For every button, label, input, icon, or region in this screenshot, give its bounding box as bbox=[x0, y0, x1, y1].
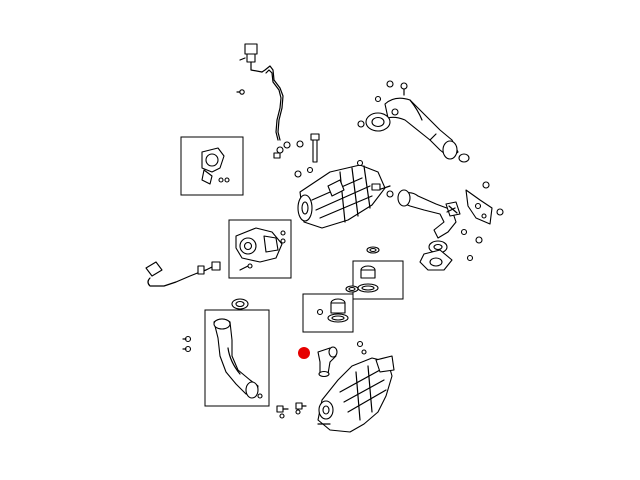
coolant-fitting-upper[interactable] bbox=[357, 246, 380, 293]
seal-kit-box-lower bbox=[302, 293, 354, 333]
seal-kit-box-upper bbox=[352, 260, 404, 300]
egr-tube-right[interactable] bbox=[386, 181, 490, 271]
coolant-fitting-lower[interactable] bbox=[316, 285, 359, 323]
egr-cooler[interactable] bbox=[294, 159, 391, 229]
pressure-sensor-harness[interactable] bbox=[236, 43, 304, 159]
egr-valve[interactable] bbox=[201, 147, 230, 185]
egr-cooler-lower[interactable] bbox=[317, 340, 395, 433]
temperature-sensor-harness[interactable] bbox=[145, 261, 221, 287]
callout-marker bbox=[298, 347, 310, 359]
bolt-set-left[interactable] bbox=[182, 335, 192, 353]
egr-valve-detail-box bbox=[180, 136, 244, 196]
egr-throttle-detail-box bbox=[228, 219, 292, 279]
highlighted-coolant-fitting[interactable] bbox=[298, 346, 338, 378]
egr-tube-lower[interactable] bbox=[213, 298, 263, 399]
long-bolt[interactable] bbox=[310, 133, 320, 163]
egr-throttle-valve[interactable] bbox=[235, 227, 286, 271]
bolt-set-bottom[interactable] bbox=[276, 402, 307, 419]
mounting-bracket[interactable] bbox=[465, 189, 504, 225]
exhaust-crossover-pipe[interactable] bbox=[357, 80, 470, 163]
egr-tube-detail-box bbox=[204, 309, 270, 407]
